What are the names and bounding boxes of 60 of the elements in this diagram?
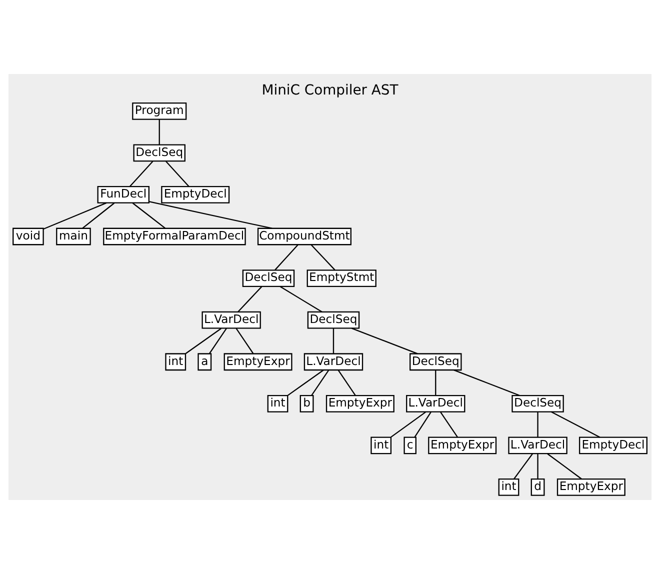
- node-box: int: [370, 436, 392, 454]
- node-box: EmptyFormalParamDecl: [103, 227, 246, 245]
- node-box: int: [267, 394, 288, 412]
- node-box: int: [165, 352, 186, 370]
- node-box: a: [198, 352, 212, 370]
- node-box: EmptyDecl: [161, 186, 230, 203]
- connector: [537, 453, 538, 478]
- connector: [185, 328, 222, 354]
- node-box: EmptyExpr: [326, 394, 394, 412]
- connector: [310, 244, 336, 270]
- node-box: int: [498, 478, 520, 496]
- node-box: Program: [132, 102, 187, 120]
- node-box: L.VarDecl: [304, 352, 364, 370]
- connector: [158, 119, 160, 144]
- connector: [551, 410, 600, 438]
- node-box: EmptyStmt: [306, 269, 376, 286]
- connector: [82, 202, 115, 228]
- node-box: L.VarDecl: [202, 310, 261, 328]
- node-box: main: [56, 227, 91, 245]
- node-box: EmptyExpr: [556, 478, 626, 496]
- diagram-title: MiniC Compiler AST: [262, 82, 398, 98]
- connector: [435, 370, 436, 395]
- connector: [332, 328, 334, 353]
- connector: [130, 160, 154, 186]
- connector: [43, 202, 107, 230]
- node-box: DeclSeq: [307, 310, 360, 328]
- connector: [238, 286, 262, 312]
- node-box: EmptyExpr: [428, 436, 497, 454]
- node-box: DeclSeq: [133, 144, 186, 162]
- connector: [352, 327, 418, 354]
- node-box: DeclSeq: [242, 269, 295, 286]
- node-box: L.VarDecl: [508, 436, 568, 454]
- node-box: L.VarDecl: [406, 394, 466, 412]
- connector: [148, 200, 272, 228]
- connector: [280, 286, 322, 312]
- connector: [440, 411, 458, 437]
- connector: [166, 160, 190, 186]
- node-box: DeclSeq: [410, 352, 462, 370]
- connector: [236, 328, 254, 354]
- node-box: c: [404, 436, 416, 454]
- connector: [454, 369, 520, 396]
- node-box: DeclSeq: [512, 394, 564, 412]
- connector: [414, 411, 432, 437]
- connector: [311, 369, 330, 396]
- connector: [209, 328, 227, 354]
- connector: [390, 411, 426, 438]
- connector: [288, 369, 324, 396]
- node-box: void: [12, 227, 44, 245]
- connector: [547, 452, 582, 479]
- connector: [514, 453, 533, 479]
- node-box: d: [530, 478, 545, 496]
- node-box: FunDecl: [97, 186, 150, 203]
- node-box: EmptyExpr: [224, 352, 292, 370]
- node-box: EmptyDecl: [578, 436, 648, 454]
- connector: [338, 369, 356, 396]
- connector: [537, 412, 538, 437]
- node-box: CompoundStmt: [257, 227, 352, 245]
- connector: [132, 202, 166, 228]
- node-box: b: [300, 394, 314, 412]
- connector: [274, 244, 298, 270]
